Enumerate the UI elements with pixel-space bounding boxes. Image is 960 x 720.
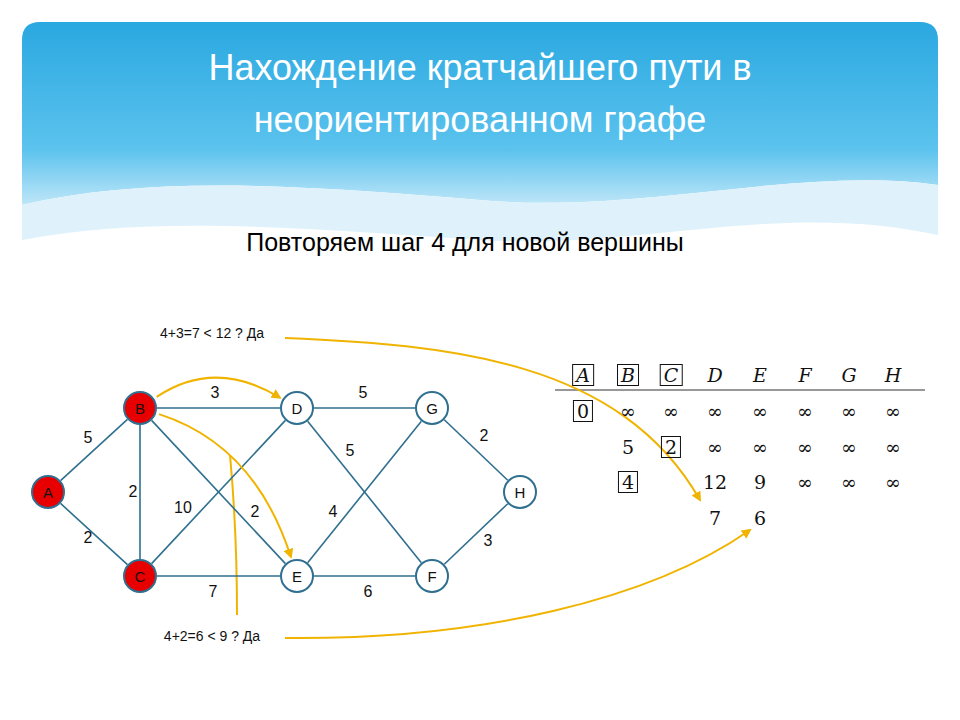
graph-edge	[139, 425, 141, 559]
edge-weight: 3	[484, 532, 493, 550]
graph-vertex: F	[415, 559, 449, 593]
edge-weight: 3	[211, 384, 220, 402]
relaxation-arrow	[159, 414, 291, 557]
table-cell: ∞	[841, 471, 857, 493]
table-cell: 5	[622, 436, 634, 458]
edge-weight: 5	[346, 442, 355, 460]
edge-weight: 2	[129, 483, 138, 501]
table-cell: ∞	[885, 400, 901, 422]
table-header: E	[753, 364, 767, 386]
table-cell: ∞	[841, 436, 857, 458]
table-cell: ∞	[663, 400, 679, 422]
graph-vertex: A	[31, 475, 65, 509]
table-header: C	[660, 364, 683, 386]
table-cell: ∞	[707, 436, 723, 458]
graph-edge	[314, 575, 415, 577]
edge-weight: 7	[209, 583, 218, 601]
table-cell: ∞	[620, 400, 636, 422]
vertex-name: D	[292, 400, 303, 417]
table-cell: ∞	[841, 400, 857, 422]
table-cell: 6	[754, 507, 766, 529]
graph-edge	[157, 575, 280, 577]
vertex-name: F	[427, 568, 436, 585]
table-header: F	[798, 364, 811, 386]
table-header: H	[885, 364, 902, 386]
callout: 4+2=6 < 9 ? Да	[164, 628, 260, 644]
callout: 4+3=7 < 12 ? Да	[160, 325, 264, 341]
graph-edge	[152, 420, 286, 563]
vertex-name: B	[135, 400, 145, 417]
edge-weight: 6	[364, 583, 373, 601]
edge-weight: 2	[480, 427, 489, 445]
table-cell: ∞	[797, 400, 813, 422]
edge-weight: 2	[251, 503, 260, 521]
table-cell: ∞	[797, 471, 813, 493]
vertex-name: A	[43, 484, 53, 501]
table-cell: 2	[661, 436, 681, 458]
edge-weight: 5	[84, 429, 93, 447]
table-cell: ∞	[885, 436, 901, 458]
vertex-name: H	[515, 484, 526, 501]
graph-edge	[157, 407, 280, 409]
vertex-name: G	[426, 400, 438, 417]
table-header: D	[707, 364, 722, 386]
graph-edge	[152, 420, 286, 563]
table-rule	[555, 389, 925, 390]
table-cell: 0	[573, 400, 593, 422]
table-cell: 4	[618, 471, 638, 493]
edge-weight: 4	[329, 503, 338, 521]
edge-weight: 5	[359, 384, 368, 402]
table-cell: 12	[703, 471, 727, 493]
graph-vertex: D	[280, 391, 314, 425]
leader-line	[285, 530, 750, 638]
table-cell: ∞	[752, 400, 768, 422]
table-cell: ∞	[707, 400, 723, 422]
vertex-name: E	[292, 568, 302, 585]
graph-edge	[444, 504, 507, 565]
subtitle: Повторяем шаг 4 для новой вершины	[246, 228, 684, 257]
table-cell: ∞	[752, 436, 768, 458]
graph-vertex: G	[415, 391, 449, 425]
graph-edge	[61, 419, 128, 480]
graph-edge	[308, 421, 422, 562]
table-cell: ∞	[885, 471, 901, 493]
graph-edge	[444, 420, 507, 481]
table-cell: ∞	[797, 436, 813, 458]
table-header: G	[841, 364, 856, 386]
table-cell: 7	[709, 507, 721, 529]
graph-edge	[308, 421, 422, 562]
edge-weight: 2	[84, 529, 93, 547]
table-header: B	[617, 364, 639, 386]
graph-vertex: C	[123, 559, 157, 593]
table-cell: 9	[754, 471, 766, 493]
edge-weight: 10	[174, 499, 192, 517]
table-header: A	[572, 364, 594, 386]
graph-edge	[61, 503, 128, 564]
header-band	[22, 22, 938, 205]
graph-vertex: B	[123, 391, 157, 425]
slide-title: Нахождение кратчайшего пути в неориентир…	[160, 42, 800, 146]
graph-vertex: E	[280, 559, 314, 593]
graph-edge	[314, 407, 415, 409]
vertex-name: C	[135, 568, 146, 585]
leader-line	[285, 338, 700, 500]
graph-vertex: H	[503, 475, 537, 509]
